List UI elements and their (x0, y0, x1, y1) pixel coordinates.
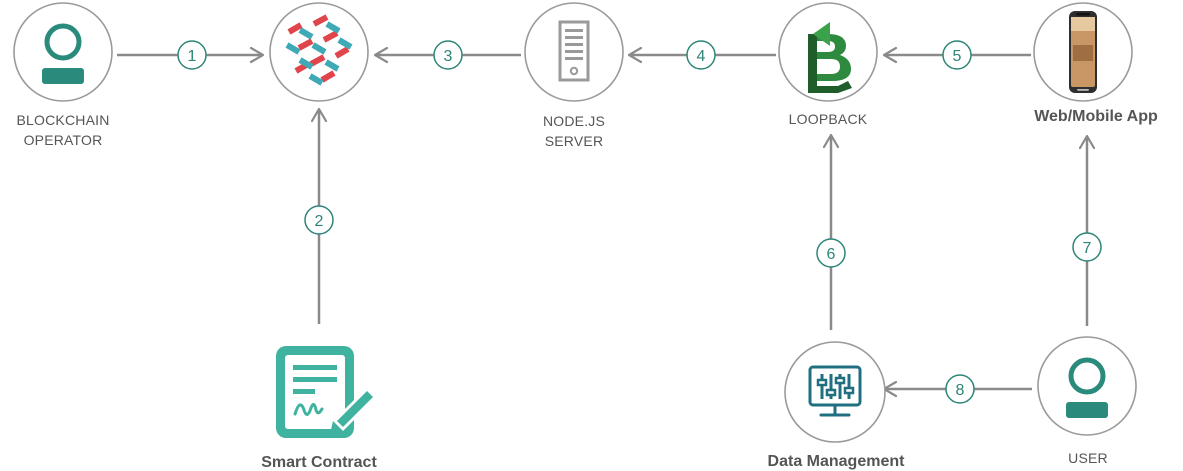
node-nodejs-server: NODE.JS SERVER (524, 2, 624, 149)
app-label: Web/Mobile App (1034, 108, 1158, 125)
nodejs-label-line-2: SERVER (545, 133, 604, 149)
node-web-mobile-app: Web/Mobile App (1033, 2, 1158, 125)
svg-text:8: 8 (956, 382, 965, 399)
operator-label-line-2: OPERATOR (24, 132, 103, 148)
connector-7 (1078, 134, 1096, 326)
hyperledger-icon (285, 14, 353, 86)
svg-text:2: 2 (315, 213, 324, 230)
node-loopback: LOOPBACK (778, 2, 878, 127)
connector-6 (822, 133, 840, 330)
user-icon (42, 23, 84, 84)
user-label: USER (1068, 450, 1108, 466)
node-blockchain (269, 2, 369, 102)
nodejs-label-line-1: NODE.JS (543, 113, 605, 129)
step-badge-2: 2 (304, 205, 334, 235)
loopback-logo (808, 22, 852, 93)
svg-text:1: 1 (188, 48, 197, 65)
monitor-sliders-icon (808, 365, 862, 417)
step-badge-1: 1 (177, 40, 207, 70)
step-badge-7: 7 (1072, 232, 1102, 262)
svg-text:6: 6 (827, 246, 836, 263)
step-badge-6: 6 (816, 238, 846, 268)
datamgmt-label: Data Management (768, 453, 906, 470)
svg-text:7: 7 (1083, 240, 1092, 257)
loopback-label: LOOPBACK (789, 111, 868, 127)
operator-label-line-1: BLOCKCHAIN (16, 112, 109, 128)
svg-text:3: 3 (444, 48, 453, 65)
contract-label: Smart Contract (261, 454, 377, 471)
node-smart-contract: Smart Contract (261, 346, 377, 471)
svg-text:4: 4 (697, 48, 706, 65)
step-badge-3: 3 (433, 40, 463, 70)
step-badge-8: 8 (945, 374, 975, 404)
user-icon (1066, 357, 1108, 418)
node-data-management: Data Management (768, 341, 906, 470)
step-badge-5: 5 (942, 40, 972, 70)
node-blockchain-operator: BLOCKCHAIN OPERATOR (13, 2, 113, 148)
server-icon (558, 20, 590, 82)
contract-signature-icon (276, 346, 376, 438)
node-user: USER (1037, 336, 1137, 466)
svg-text:5: 5 (953, 48, 962, 65)
smartphone-icon (1069, 11, 1097, 93)
step-badge-4: 4 (686, 40, 716, 70)
